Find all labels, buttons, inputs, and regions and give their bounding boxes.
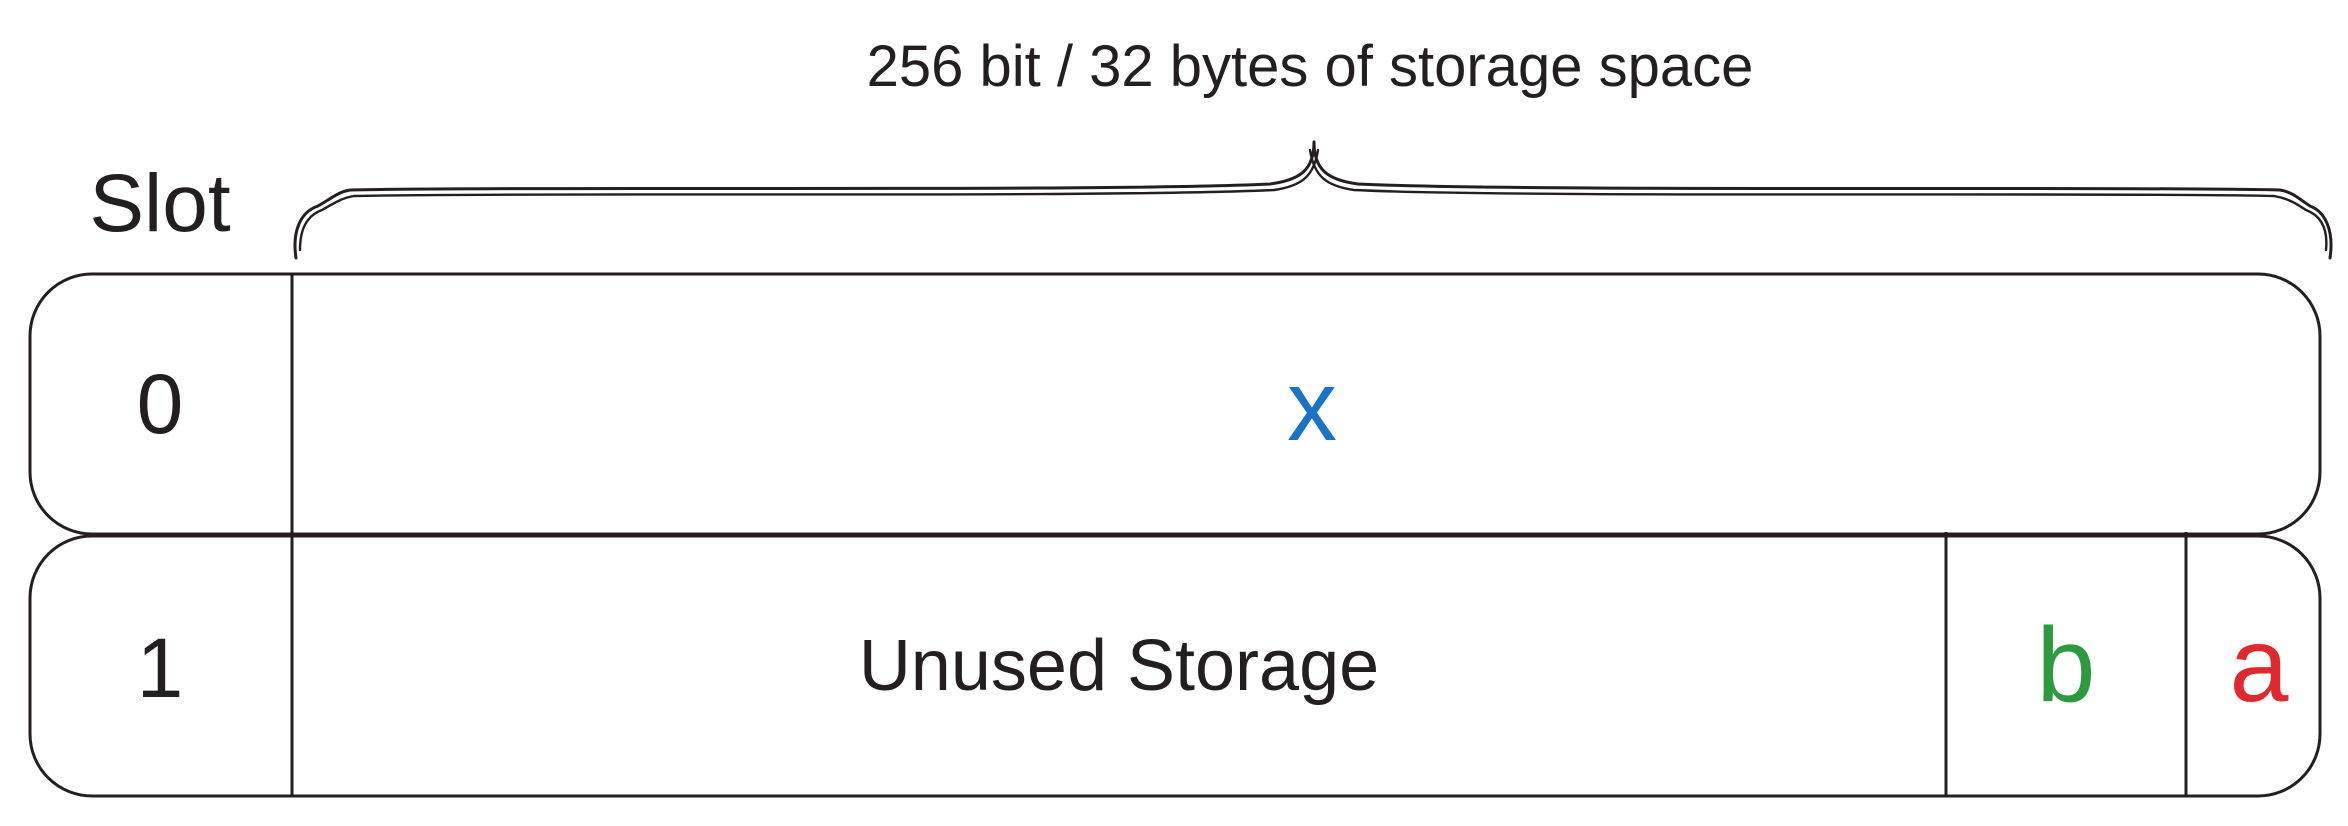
slot-0-number: 0 bbox=[136, 357, 184, 451]
slot-heading: Slot bbox=[89, 158, 231, 249]
unused-storage-label: Unused Storage bbox=[858, 626, 1380, 706]
variable-b: b bbox=[2036, 606, 2096, 724]
variable-a: a bbox=[2229, 606, 2289, 724]
variable-x: x bbox=[1287, 350, 1337, 462]
storage-size-label: 256 bit / 32 bytes of storage space bbox=[866, 34, 1754, 99]
slot-0-row bbox=[28, 272, 2322, 536]
slot-1-row bbox=[28, 534, 2322, 798]
curly-brace bbox=[293, 140, 2333, 260]
slot-1-number: 1 bbox=[136, 621, 184, 715]
